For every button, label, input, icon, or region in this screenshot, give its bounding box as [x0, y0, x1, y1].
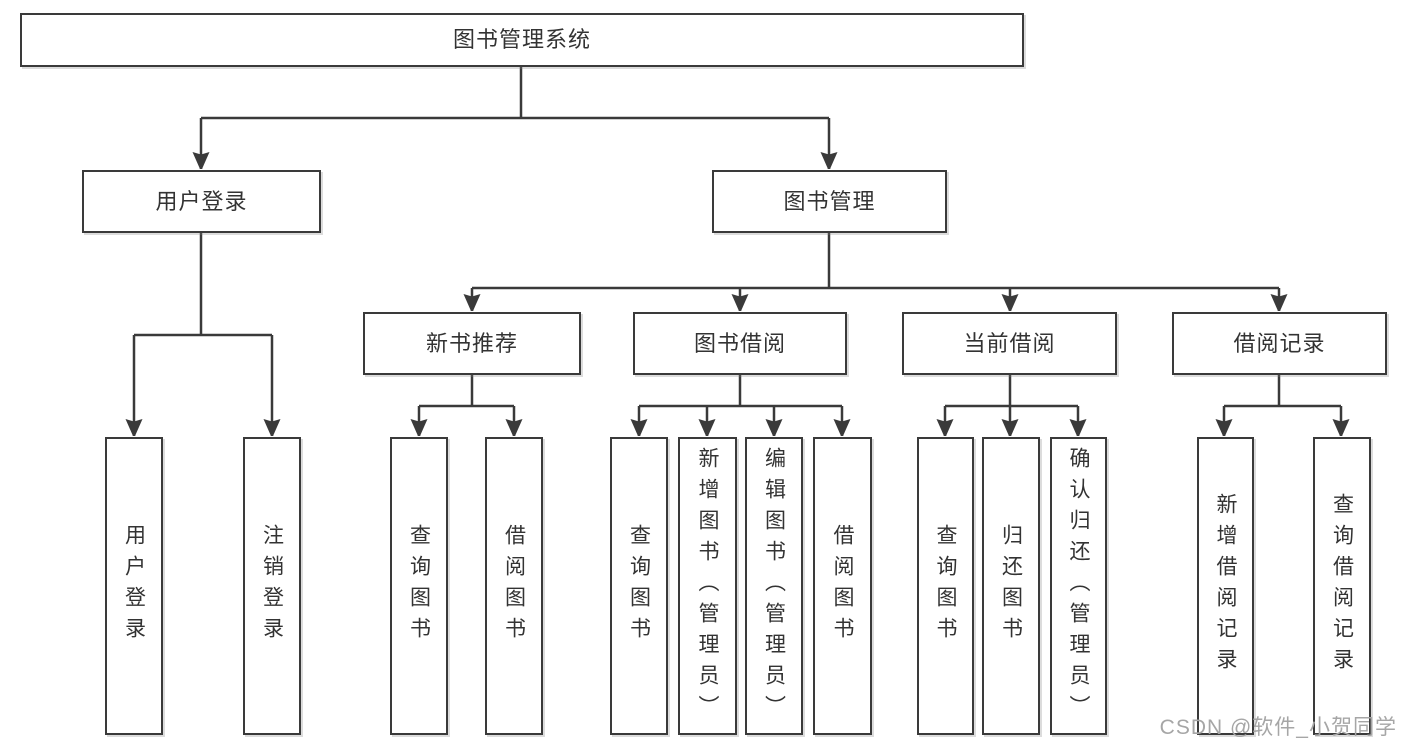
leaf-return-books: 归还图书: [982, 437, 1040, 735]
leaf-user-login: 用户登录: [105, 437, 163, 735]
leaf-add-borrow-record: 新增借阅记录: [1197, 437, 1254, 735]
leaf-add-book-admin: 新增图书（管理员）: [678, 437, 737, 735]
leaf-logout: 注销登录: [243, 437, 301, 735]
node-borrowing-records: 借阅记录: [1172, 312, 1387, 375]
node-user-login: 用户登录: [82, 170, 321, 233]
node-new-book-recommendation: 新书推荐: [363, 312, 581, 375]
node-book-management-system: 图书管理系统: [20, 13, 1024, 67]
leaf-borrow-books-recommend: 借阅图书: [485, 437, 543, 735]
node-book-management: 图书管理: [712, 170, 947, 233]
node-book-borrowing: 图书借阅: [633, 312, 847, 375]
leaf-edit-book-admin: 编辑图书（管理员）: [745, 437, 803, 735]
node-current-borrowing: 当前借阅: [902, 312, 1117, 375]
leaf-query-books-borrowing: 查询图书: [610, 437, 668, 735]
leaf-query-books-recommend: 查询图书: [390, 437, 448, 735]
leaf-query-borrow-record: 查询借阅记录: [1313, 437, 1371, 735]
leaf-query-books-current: 查询图书: [917, 437, 974, 735]
leaf-borrow-books-borrowing: 借阅图书: [813, 437, 872, 735]
csdn-watermark: CSDN @软件_小贺同学: [1159, 716, 1397, 739]
leaf-confirm-return-admin: 确认归还（管理员）: [1050, 437, 1107, 735]
